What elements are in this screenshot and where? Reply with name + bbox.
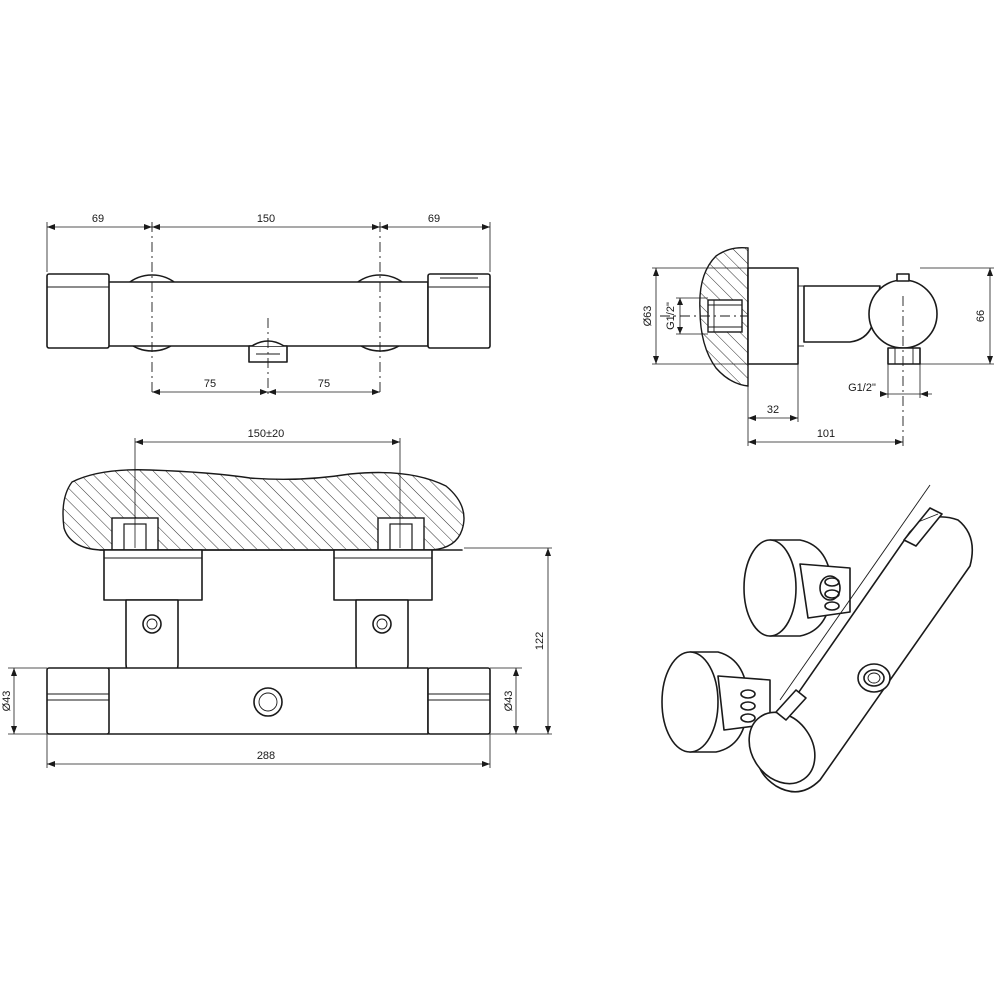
dim-height-122: 122	[534, 632, 546, 650]
dim-depth-101: 101	[817, 428, 835, 440]
dim-depth-32: 32	[767, 404, 779, 416]
mixer-body	[107, 667, 429, 735]
rosette-plate	[747, 267, 799, 365]
rosette-left	[103, 549, 203, 601]
dim-half-left-75: 75	[204, 378, 216, 390]
dim-centers: 150±20	[248, 428, 285, 440]
iso-handle-front	[748, 711, 816, 785]
iso-body	[748, 484, 974, 793]
dim-height-66: 66	[975, 310, 987, 322]
handle-left	[46, 667, 110, 735]
side-view: Ø63 G1/2" 66 G1/2" 32 101	[642, 246, 994, 446]
wall-hatch	[62, 469, 465, 551]
rosette-right	[333, 549, 433, 601]
dim-diameter-63: Ø63	[642, 306, 654, 327]
handle-left	[46, 273, 110, 349]
dim-diameter-left: Ø43	[1, 691, 13, 712]
outlet-stub	[887, 347, 921, 365]
dim-center-150: 150	[257, 213, 275, 225]
handle-right	[427, 667, 491, 735]
front-view-top: 69 150 69 75 75	[46, 213, 491, 395]
dim-half-right-75: 75	[318, 378, 330, 390]
handle-right	[427, 273, 491, 349]
isometric-view	[661, 484, 974, 793]
iso-rosette-back	[743, 539, 851, 637]
dim-right-69: 69	[428, 213, 440, 225]
iso-rosette-front	[661, 651, 771, 753]
outlet-front	[253, 687, 283, 717]
dim-thread-top: G1/2"	[665, 302, 677, 330]
dim-thread-bottom: G1/2"	[848, 382, 876, 394]
dim-diameter-right: Ø43	[503, 691, 515, 712]
front-install-view: 150±20 122 Ø43 Ø43 288	[1, 428, 552, 768]
dim-length-288: 288	[257, 750, 275, 762]
dim-left-69: 69	[92, 213, 104, 225]
